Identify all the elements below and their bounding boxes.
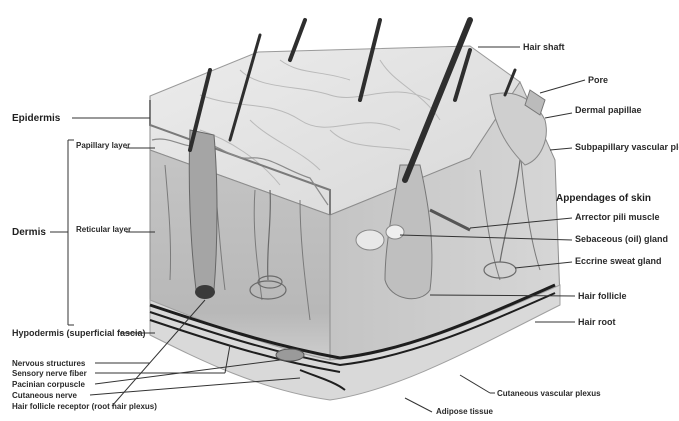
sebaceous-gland-2 [386, 225, 404, 239]
heading-appendages: Appendages of skin [556, 193, 651, 204]
label-arrector-pili: Arrector pili muscle [575, 212, 660, 222]
skin-block [150, 46, 560, 400]
label-sweat-gland: Eccrine sweat gland [575, 256, 662, 266]
label-hair-follicle: Hair follicle [578, 291, 627, 301]
label-subpapillary-plexus: Subpapillary vascular plexus [575, 142, 679, 152]
label-epidermis: Epidermis [12, 113, 61, 124]
hair-bulb [195, 285, 215, 299]
label-adipose-tissue: Adipose tissue [436, 407, 493, 416]
label-dermal-papillae: Dermal papillae [575, 105, 642, 115]
label-nervous-structures: Nervous structures [12, 359, 86, 368]
label-papillary-layer: Papillary layer [76, 141, 130, 150]
label-sebaceous-gland: Sebaceous (oil) gland [575, 234, 668, 244]
label-sensory-nerve: Sensory nerve fiber [12, 369, 87, 378]
label-hair-follicle-receptor: Hair follicle receptor (root hair plexus… [12, 402, 157, 411]
sebaceous-gland [356, 230, 384, 250]
label-pacinian: Pacinian corpuscle [12, 380, 85, 389]
label-cutaneous-plexus: Cutaneous vascular plexus [497, 389, 601, 398]
pacinian-corpuscle [276, 349, 304, 361]
label-hair-shaft: Hair shaft [523, 42, 565, 52]
label-pore: Pore [588, 75, 608, 85]
label-cutaneous-nerve: Cutaneous nerve [12, 391, 77, 400]
label-hair-root: Hair root [578, 317, 616, 327]
label-reticular-layer: Reticular layer [76, 225, 131, 234]
label-dermis: Dermis [12, 227, 46, 238]
